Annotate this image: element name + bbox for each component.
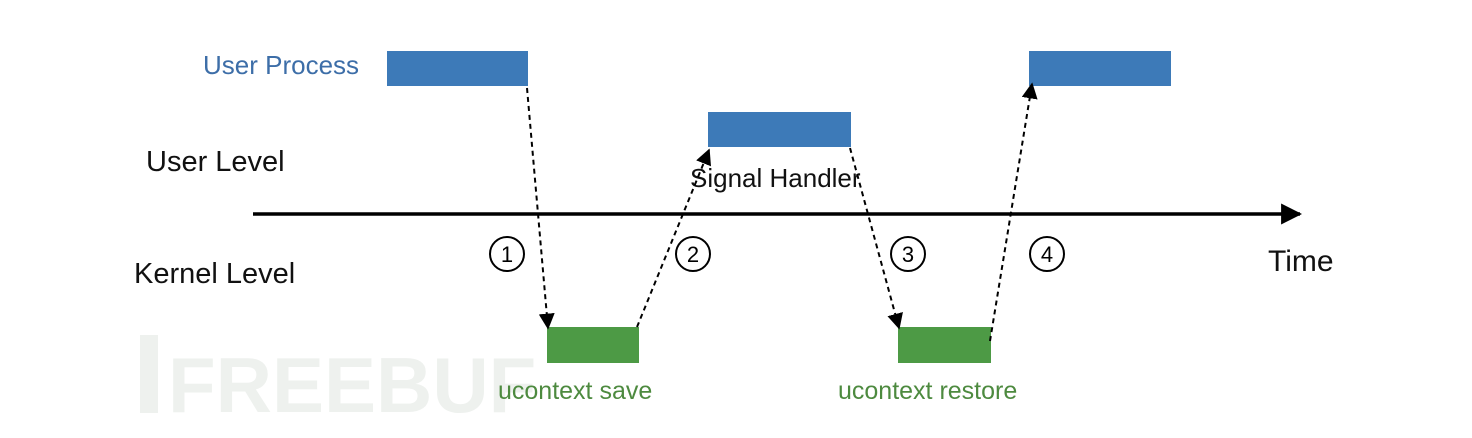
- user-process-label: User Process: [203, 50, 359, 80]
- step-marker-4: 4: [1029, 236, 1065, 272]
- signal-handler-block: [708, 112, 851, 147]
- ucontext-save-block: [547, 327, 639, 363]
- user-level-label: User Level: [146, 146, 285, 178]
- signal-handler-label: Signal Handler: [690, 163, 861, 193]
- ucontext-restore-label: ucontext restore: [838, 377, 1017, 405]
- time-axis-label: Time: [1268, 245, 1334, 278]
- step-number: 2: [687, 242, 699, 267]
- step-marker-2: 2: [675, 236, 711, 272]
- kernel-level-label: Kernel Level: [134, 258, 295, 290]
- watermark-logo: FREEBUF: [140, 335, 536, 429]
- arrow-to-kernel-save: [526, 87, 555, 330]
- arrow-to-kernel-restore: [849, 147, 903, 330]
- arrow-to-signal-handler: [636, 148, 711, 328]
- arrow-to-user-resume: [989, 82, 1038, 342]
- ucontext-restore-block: [898, 327, 991, 363]
- user-process-block: [387, 51, 528, 86]
- watermark-text: FREEBUF: [168, 341, 536, 429]
- step-marker-3: 3: [890, 236, 926, 272]
- step-marker-1: 1: [489, 236, 525, 272]
- step-number: 3: [902, 242, 914, 267]
- step-number: 4: [1041, 242, 1053, 267]
- step-number: 1: [501, 242, 513, 267]
- user-process-resume-block: [1029, 51, 1171, 86]
- ucontext-save-label: ucontext save: [498, 377, 652, 405]
